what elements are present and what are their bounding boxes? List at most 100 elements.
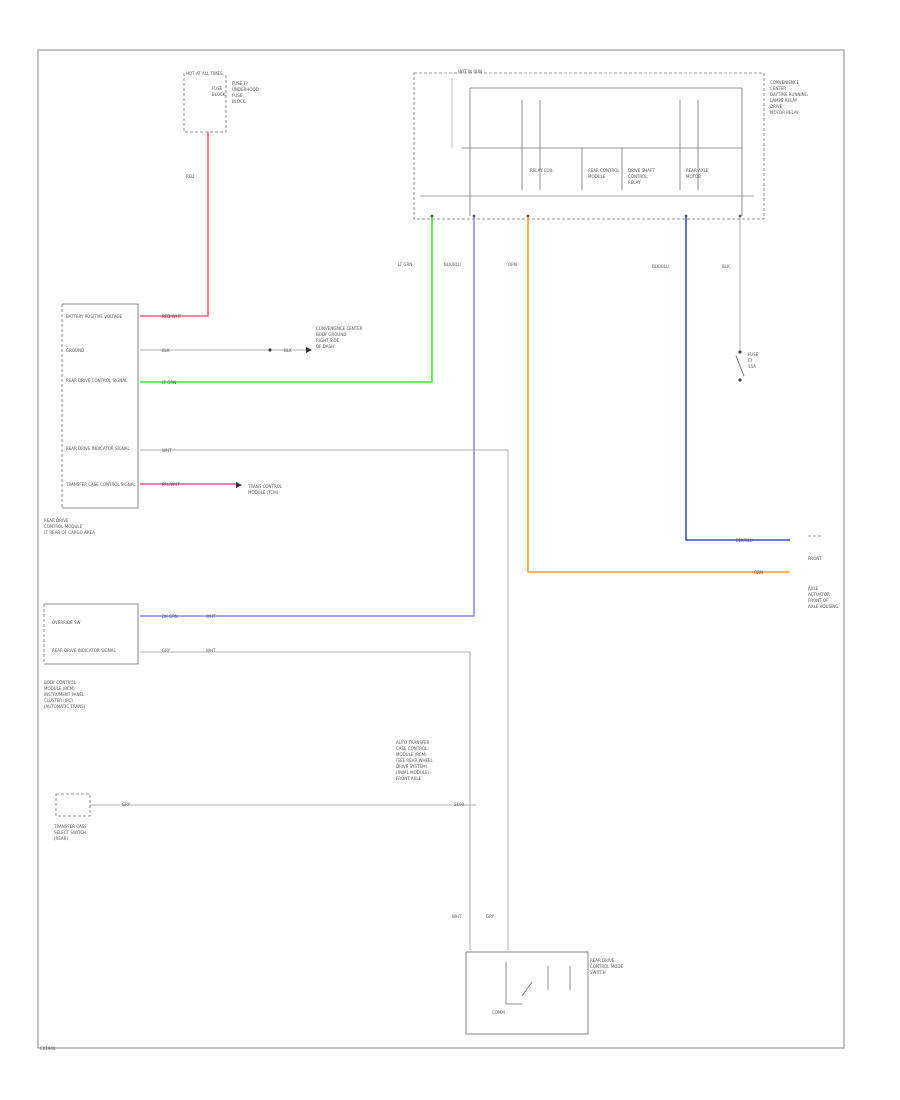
wire-black-fuse: [735, 216, 745, 382]
splice-marks: S190: [430, 214, 742, 807]
svg-text:MODULE: MODULE: [588, 174, 606, 179]
svg-text:CONTROL MODULE: CONTROL MODULE: [44, 524, 83, 529]
svg-text:REAR DRIVE: REAR DRIVE: [44, 518, 69, 523]
svg-text:DRIVE SHAFT: DRIVE SHAFT: [628, 168, 655, 173]
svg-text:SELECT SWITCH: SELECT SWITCH: [54, 830, 86, 835]
svg-text:ACTUATOR: ACTUATOR: [808, 592, 830, 597]
svg-text:UNDERHOOD: UNDERHOOD: [232, 87, 259, 92]
frame-code: C01948: [40, 1046, 56, 1051]
switch-bottom: COMM REAR DRIVE CONTROL MODE SWITCH: [465, 951, 623, 1035]
svg-text:FUSE: FUSE: [748, 352, 759, 357]
splice-label: S190: [454, 802, 465, 807]
svg-text:FRONT AXLE: FRONT AXLE: [396, 776, 422, 781]
motor-right: FRONT AXLE ACTUATOR FRONT OF AXLE HOUSIN…: [808, 535, 838, 609]
svg-text:CONVENIENCE: CONVENIENCE: [770, 80, 800, 85]
svg-text:FUSE: FUSE: [232, 93, 243, 98]
svg-text:AXLE: AXLE: [808, 586, 819, 591]
wire-label: BLK/BLU: [444, 262, 461, 267]
svg-text:(REAR): (REAR): [54, 836, 68, 841]
wire-gray-indicator: [140, 449, 509, 950]
svg-text:INSTRUMENT PANEL: INSTRUMENT PANEL: [44, 692, 85, 697]
wire-label: DK GRN: [162, 614, 178, 619]
wire-label: ORN: [754, 570, 763, 575]
wire-label: GRY: [162, 648, 171, 653]
module-left-pin-3: REAR DRIVE CONTROL SIGNAL: [66, 378, 128, 383]
svg-text:SWITCH: SWITCH: [590, 970, 606, 975]
svg-text:CONTROL: CONTROL: [628, 174, 648, 179]
wire-label: WHT: [206, 614, 216, 619]
svg-text:MOTOR: MOTOR: [686, 174, 701, 179]
svg-text:FUSE F?: FUSE F?: [232, 81, 248, 86]
wire-label: PPL/WHT: [162, 482, 180, 487]
svg-text:AUTO TRANSFER: AUTO TRANSFER: [396, 740, 430, 745]
svg-text:TRANS CONTROL: TRANS CONTROL: [247, 484, 283, 489]
svg-text:(RWAL MODULE): (RWAL MODULE): [396, 770, 430, 775]
wire-label: BLK: [722, 264, 730, 269]
wire-label: RED/WHT: [162, 314, 182, 319]
wire-label: ORN: [508, 262, 517, 267]
module-left: BATTERY POSITIVE VOLTAGE GROUND REAR DRI…: [44, 303, 139, 535]
wire-label: RED: [186, 174, 194, 179]
svg-text:BLOCK: BLOCK: [232, 99, 246, 104]
svg-text:FRONT: FRONT: [808, 556, 822, 561]
relay-sublabels: RELAY COIL REAR CONTROL MODULE DRIVE SHA…: [530, 168, 709, 185]
svg-text:MODULE (TCM): MODULE (TCM): [248, 490, 279, 495]
wire-label: LT GRN: [398, 262, 412, 267]
wire-label: BLK/BLU: [736, 538, 753, 543]
svg-text:(AUTOMATIC TRANS): (AUTOMATIC TRANS): [44, 704, 86, 709]
wire-label: BLK/BLU: [652, 264, 669, 269]
module-left-pin-6: TRANSFER CASE CONTROL SIGNAL: [65, 482, 136, 487]
diagram-frame: [37, 49, 845, 1049]
ground-ref: CONVENIENCE CENTER BODY GROUND RIGHT SID…: [140, 326, 363, 353]
fuse-block-top: HOT AT ALL TIMES FUSE BLOCK FUSE F? UNDE…: [183, 71, 259, 133]
svg-text:MODULE (BCM): MODULE (BCM): [44, 686, 75, 691]
module-left-pin-1: BATTERY POSITIVE VOLTAGE: [66, 314, 123, 319]
wire-gray-override: [140, 651, 471, 950]
wire-blue: [140, 216, 475, 617]
module-left-pin-2: GROUND: [66, 348, 84, 353]
svg-text:F?: F?: [748, 358, 752, 363]
svg-text:LAMPS RELAY: LAMPS RELAY: [770, 98, 798, 103]
wire-label: BLK: [162, 348, 170, 353]
switch-bottom-sub: COMM: [492, 1010, 505, 1015]
svg-text:FUSE: FUSE: [212, 86, 223, 91]
svg-text:BODY GROUND: BODY GROUND: [316, 332, 346, 337]
svg-text:RIGHT SIDE: RIGHT SIDE: [316, 338, 340, 343]
relay-heading: HOT IN RUN: [458, 69, 482, 74]
wire-label: GRY: [486, 914, 495, 919]
svg-text:REAR CONTROL: REAR CONTROL: [588, 168, 620, 173]
wire-orange: [527, 216, 790, 573]
wire-label: GRY: [122, 802, 131, 807]
wire-label: WHT: [206, 648, 216, 653]
note-mid: AUTO TRANSFER CASE CONTROL MODULE (RCM) …: [396, 740, 434, 781]
svg-text:BLOCK: BLOCK: [212, 92, 226, 97]
svg-text:REAR DRIVE: REAR DRIVE: [590, 958, 615, 963]
wire-navy: [685, 216, 790, 541]
fuse-block-label: FUSE BLOCK FUSE F? UNDERHOOD FUSE BLOCK: [212, 81, 259, 104]
svg-text:OF DASH: OF DASH: [316, 344, 334, 349]
module-mid-pin-2: REAR DRIVE INDICATOR SIGNAL: [52, 648, 117, 653]
fuse-block-heading: HOT AT ALL TIMES: [186, 71, 223, 76]
wire-red: [140, 132, 209, 317]
module-left-pin-5: REAR DRIVE INDICATOR SIGNAL: [66, 446, 131, 451]
svg-text:MODULE (RCM): MODULE (RCM): [396, 752, 427, 757]
svg-text:LT REAR OF CARGO AREA: LT REAR OF CARGO AREA: [44, 530, 95, 535]
svg-text:RELAY: RELAY: [628, 180, 641, 185]
svg-text:CONTROL MODE: CONTROL MODE: [590, 964, 623, 969]
svg-text:FRONT OF: FRONT OF: [808, 598, 829, 603]
fuse-right: FUSE F? 15A: [748, 352, 759, 369]
relay-center-top: HOT IN RUN CONVENIENCE CENTER DAYTIME RU…: [413, 69, 808, 220]
relay-label: CONVENIENCE CENTER DAYTIME RUNNING LAMPS…: [770, 80, 808, 115]
module-mid-pin-1: OVERRIDE SW: [52, 620, 80, 625]
svg-text:BODY CONTROL: BODY CONTROL: [44, 680, 77, 685]
wire-labels: RED RED/WHT BLK BLK LT GRN LT GRN WHT PP…: [122, 174, 763, 919]
svg-text:CLUSTER (IPC): CLUSTER (IPC): [44, 698, 73, 703]
switch-left-label: TRANSFER CASE SELECT SWITCH (REAR): [53, 824, 87, 841]
svg-text:CENTER: CENTER: [770, 86, 786, 91]
svg-text:15A: 15A: [748, 364, 756, 369]
svg-text:CONVENIENCE CENTER: CONVENIENCE CENTER: [316, 326, 363, 331]
svg-text:(SEE REAR WHEEL: (SEE REAR WHEEL: [396, 758, 434, 763]
svg-text:DRIVE: DRIVE: [770, 104, 783, 109]
switch-left: TRANSFER CASE SELECT SWITCH (REAR): [53, 793, 476, 841]
